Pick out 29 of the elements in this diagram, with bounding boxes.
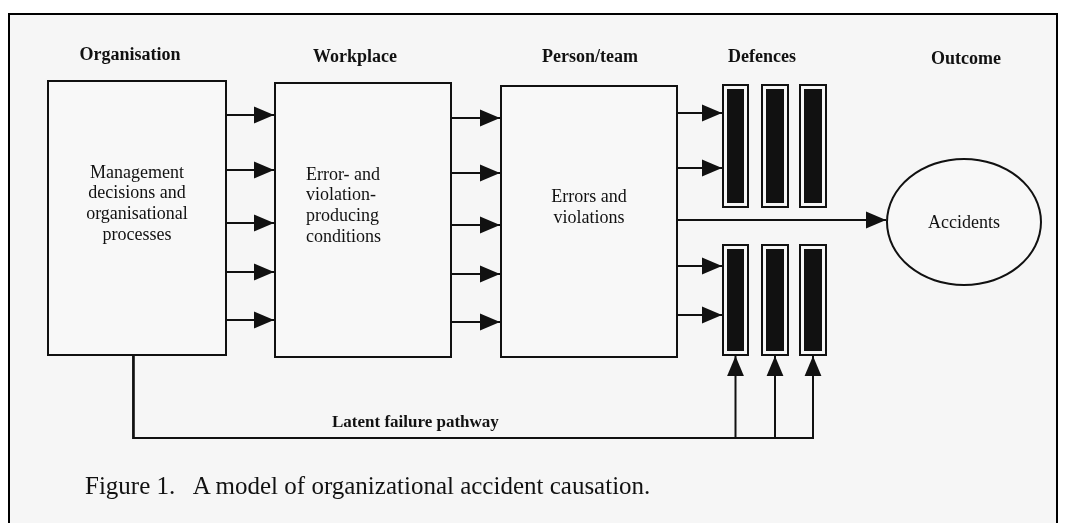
column-heading: Outcome — [931, 48, 1001, 69]
arrow — [226, 161, 275, 179]
process-box — [274, 82, 452, 358]
process-box — [500, 85, 678, 358]
arrow — [677, 104, 723, 122]
box-text: Errors and violations — [550, 185, 628, 229]
arrow — [451, 216, 501, 234]
arrow — [677, 306, 723, 324]
box-text: Accidents — [928, 211, 1000, 233]
arrow — [226, 311, 275, 329]
column-heading: Person/team — [542, 46, 638, 67]
arrow — [226, 263, 275, 281]
arrow — [451, 164, 501, 182]
column-heading: Organisation — [79, 44, 181, 65]
column-heading: Workplace — [313, 46, 397, 67]
box-text: Error- and violation-producing conditions — [305, 163, 382, 248]
process-box — [47, 80, 227, 356]
arrow — [451, 313, 501, 331]
edge-label: Latent failure pathway — [330, 412, 501, 432]
arrow — [677, 159, 723, 177]
arrow — [451, 265, 501, 283]
arrow — [677, 257, 723, 275]
figure-caption: Figure 1. A model of organizational accident causation. — [85, 472, 651, 500]
box-text: Management decisions and organisational processes — [85, 161, 189, 246]
column-heading: Defences — [728, 46, 796, 67]
arrow — [226, 106, 275, 124]
arrow — [226, 214, 275, 232]
arrow — [451, 109, 501, 127]
arrow — [677, 211, 887, 229]
